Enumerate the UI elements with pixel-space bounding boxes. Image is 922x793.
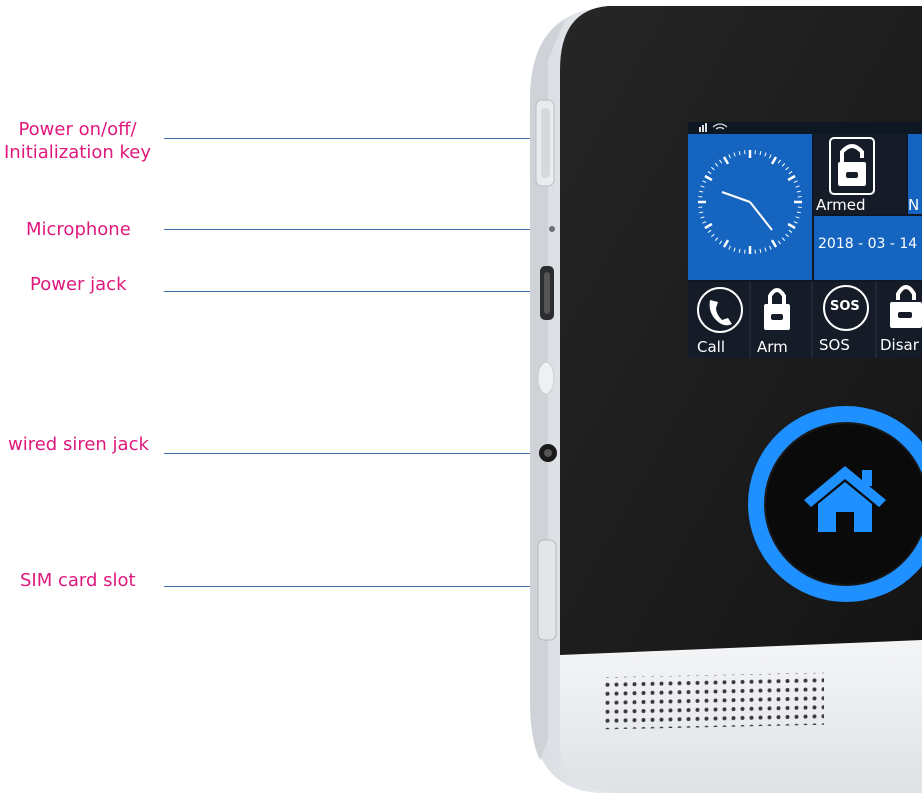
clock-tick	[700, 216, 705, 219]
home-ring-button	[748, 406, 922, 602]
phone-icon	[697, 287, 743, 333]
clock-tick	[793, 180, 798, 183]
clock-tick	[796, 190, 801, 193]
clock-tick	[796, 211, 801, 214]
clock-tick	[704, 222, 713, 230]
call-button-label[interactable]: Call	[697, 338, 726, 356]
clock-tick	[702, 180, 707, 183]
sos-button-label[interactable]: SOS	[819, 336, 850, 354]
clock-tick	[704, 174, 713, 182]
clock-tick	[700, 185, 705, 188]
clock-tick	[781, 237, 786, 241]
clock-tick	[702, 221, 707, 224]
sos-icon-text: SOS	[830, 299, 860, 314]
clock-tick	[795, 216, 800, 219]
clock-tick	[759, 151, 762, 156]
leader-line-microphone	[164, 229, 549, 230]
clock-tick	[699, 211, 704, 214]
armed-label: Armed	[816, 196, 866, 214]
clock-tick	[711, 233, 715, 238]
clock-tick	[788, 171, 793, 175]
clock-tick	[707, 229, 712, 233]
sos-icon	[823, 285, 869, 331]
clock-tick	[781, 163, 786, 167]
clock-tick	[770, 156, 778, 165]
clock-tick	[764, 247, 767, 252]
clock-tick	[788, 229, 793, 233]
clock-tick	[728, 245, 731, 250]
clock-tick	[711, 166, 715, 171]
clock-tick	[733, 247, 736, 252]
next-tile-label: N	[908, 196, 920, 214]
clock-tick	[770, 239, 778, 248]
leader-line-power-key	[164, 138, 537, 139]
signal-icon	[699, 123, 707, 132]
date-bar	[814, 216, 922, 280]
clock-tick	[722, 156, 730, 165]
clock-tick	[777, 240, 781, 245]
lock-icon	[890, 285, 922, 328]
speaker-grille	[602, 672, 824, 730]
clock-tick	[764, 152, 767, 157]
callout-sim-slot: SIM card slot	[20, 570, 136, 591]
clock-tick	[733, 152, 736, 157]
clock-tick	[777, 159, 781, 164]
sim-card-slot	[537, 539, 557, 641]
clock-tick	[785, 233, 789, 238]
lock-icon	[829, 137, 875, 195]
clock-tick	[714, 163, 719, 167]
callout-siren-jack: wired siren jack	[8, 434, 149, 455]
clock-tick	[738, 151, 741, 156]
clock-tile	[688, 134, 812, 280]
clock-tick	[787, 222, 796, 230]
home-icon	[804, 466, 886, 532]
clock-tick	[738, 248, 741, 253]
clock-tick	[759, 248, 762, 253]
callout-microphone: Microphone	[26, 219, 131, 240]
microphone-hole	[549, 226, 555, 232]
wifi-icon	[712, 123, 728, 130]
date-label: 2018 - 03 - 14	[818, 236, 918, 252]
clock-tick	[719, 159, 723, 164]
clock-tick	[719, 240, 723, 245]
clock-tick	[699, 190, 704, 193]
leader-line-power-jack	[164, 291, 546, 292]
clock-tick	[707, 171, 712, 175]
leader-line-sim-slot	[164, 586, 540, 587]
callout-power-key: Power on/off/ Initialization key	[4, 119, 151, 163]
clock-tick	[769, 245, 772, 250]
clock-tick	[793, 221, 798, 224]
clock-tick	[787, 174, 796, 182]
leader-line-siren-jack	[164, 453, 542, 454]
arm-button-label[interactable]: Arm	[757, 338, 788, 356]
lock-icon	[764, 288, 790, 330]
clock-tick	[785, 166, 789, 171]
clock-tick	[722, 239, 730, 248]
clock-icon	[698, 150, 802, 254]
clock-tick	[795, 185, 800, 188]
clock-tick	[714, 237, 719, 241]
callout-power-jack: Power jack	[30, 274, 127, 295]
clock-tick	[769, 154, 772, 159]
clock-tick	[728, 154, 731, 159]
disarm-button-label[interactable]: Disar	[880, 336, 919, 354]
